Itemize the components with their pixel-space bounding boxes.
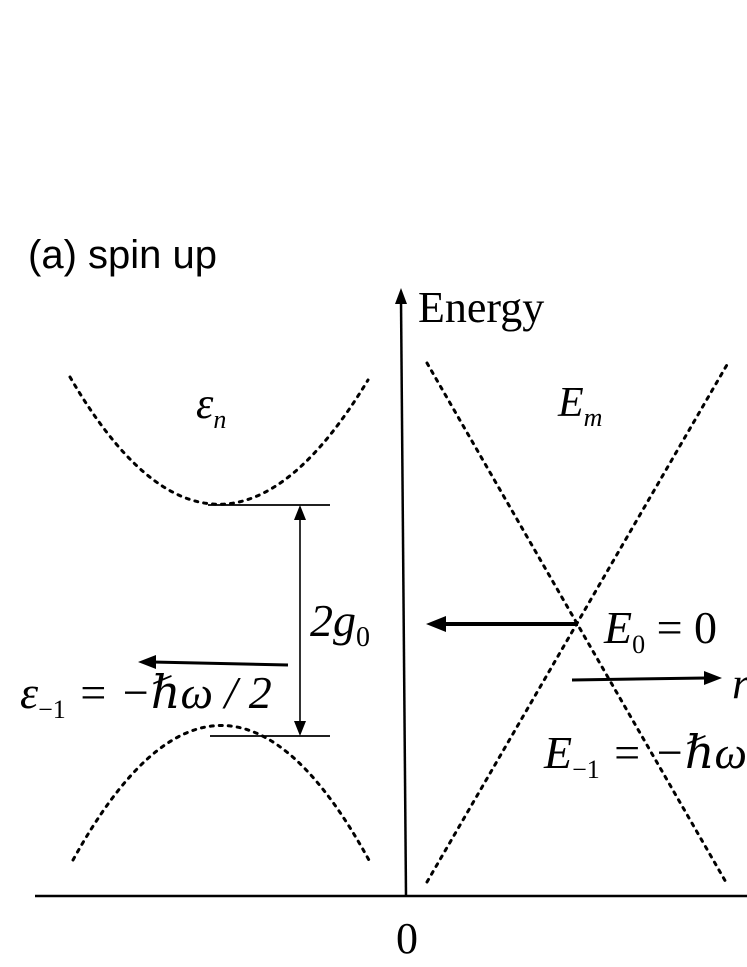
energy-axis-arrowhead <box>395 288 407 304</box>
right-arrow-line <box>571 676 707 682</box>
E-minus1-label: E−1 = −ℏω <box>543 727 747 784</box>
epsilon-n-label: εn <box>196 379 226 434</box>
energy-axis <box>399 299 408 897</box>
panel-label: (a) spin up <box>28 233 217 277</box>
gap-arrow-bottom <box>294 721 306 736</box>
E0-label: E0 = 0 <box>603 602 717 659</box>
epsilon-minus1-label: ε−1 = −ℏω / 2 <box>20 667 272 724</box>
origin-label: 0 <box>396 914 418 963</box>
right-arrowhead <box>704 671 722 685</box>
E0-arrowhead <box>426 616 446 632</box>
epsilon-minus1-arrowhead <box>138 655 156 669</box>
epsilon-upper-band <box>68 375 370 506</box>
gap-arrow-top <box>294 505 306 520</box>
right-arrow-label: r <box>732 659 747 708</box>
gap-label: 2g0 <box>310 595 370 653</box>
epsilon-minus1-arrow-line <box>151 660 289 667</box>
E-m-label: Em <box>557 380 602 432</box>
epsilon-lower-band <box>71 724 372 864</box>
energy-axis-label: Energy <box>418 283 544 332</box>
